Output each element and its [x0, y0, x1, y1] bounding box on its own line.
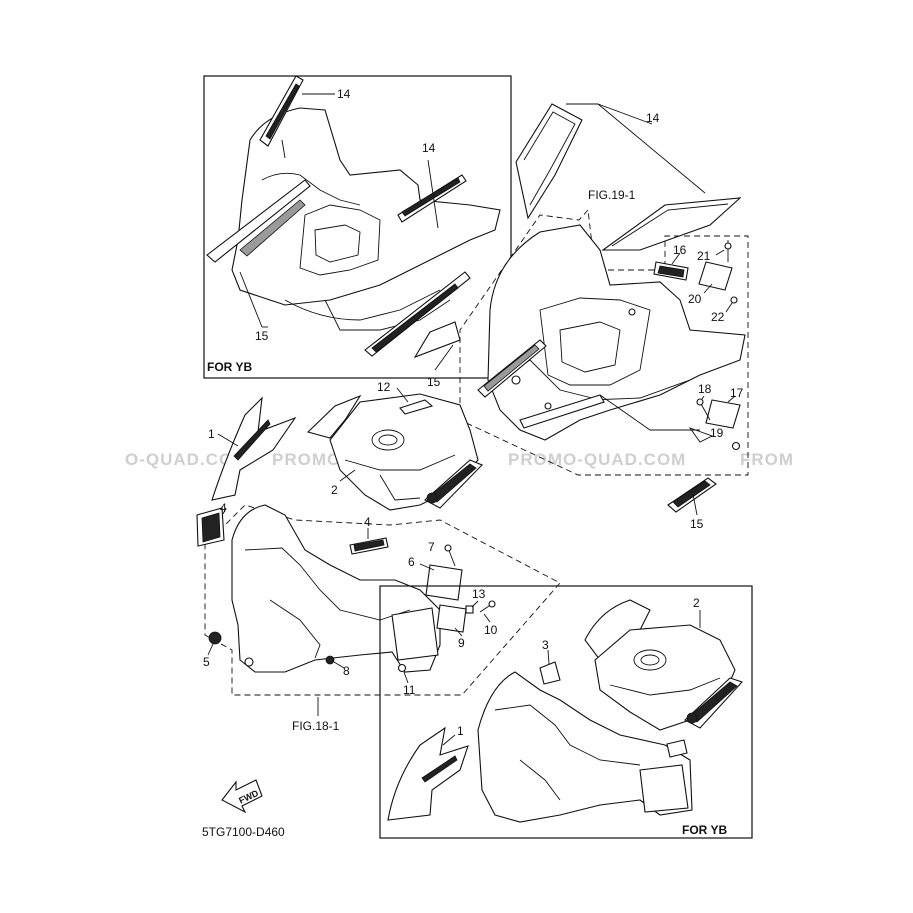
callout-2-b: 2	[693, 596, 700, 610]
front-fender-yb	[477, 671, 693, 823]
box-top-left-caption: FOR YB	[207, 360, 252, 374]
callout-17: 17	[730, 386, 744, 400]
callout-14-c: 14	[646, 111, 660, 125]
box-bottom-right-frame	[379, 585, 753, 839]
callout-10: 10	[484, 623, 498, 637]
front-decal-1	[211, 396, 297, 501]
fig-19-dashed-outline	[459, 208, 749, 476]
callout-22: 22	[711, 310, 725, 324]
side-strip-left-yb	[206, 179, 311, 263]
box-bottom-right-caption: FOR YB	[682, 823, 727, 837]
front-assembly: 1 12 2 4 4 5	[196, 380, 561, 733]
callout-15-b: 15	[427, 375, 441, 389]
fastener-5	[208, 631, 222, 645]
decal-14-windscreen	[515, 103, 583, 220]
callout-18: 18	[698, 382, 712, 396]
callout-20: 20	[688, 292, 702, 306]
callout-15-a: 15	[255, 329, 269, 343]
callout-2-a: 2	[331, 483, 338, 497]
rear-fender-body	[487, 224, 746, 441]
callout-1-a: 1	[208, 427, 215, 441]
fwd-arrow-icon	[221, 779, 263, 814]
decal-14-side	[601, 197, 742, 251]
clip-13	[465, 605, 474, 614]
callout-14-b: 14	[422, 141, 436, 155]
ref-fig-19: FIG.19-1	[588, 188, 636, 202]
watermark-2: PROMO-QUAD.COM	[508, 450, 686, 469]
rear-fender-cowl-yb	[231, 107, 501, 306]
box-top-left-frame	[203, 75, 512, 379]
watermark-left: O-QUAD.COM	[125, 450, 248, 469]
callout-19: 19	[710, 426, 724, 440]
box-bottom-right: FOR YB 1 3 2	[379, 585, 753, 839]
nut-19	[731, 441, 741, 451]
box-top-left: FOR YB 14 14 15	[203, 75, 512, 379]
grommet-a	[511, 375, 521, 385]
callout-9: 9	[458, 636, 465, 650]
ref-fig-18: FIG.18-1	[292, 719, 340, 733]
clip-12	[399, 399, 434, 415]
screw-21	[724, 242, 732, 250]
tank-cover-flap-yb	[584, 599, 651, 661]
plate-20	[698, 261, 733, 291]
fwd-arrow: FWD	[221, 779, 263, 814]
grommet-11	[397, 663, 407, 673]
callout-16: 16	[673, 243, 687, 257]
plate-17	[705, 399, 741, 429]
callout-3: 3	[542, 638, 549, 652]
callout-21: 21	[697, 249, 711, 263]
watermark-right: FROM	[740, 450, 794, 469]
callout-6: 6	[408, 555, 415, 569]
plate-9	[436, 604, 467, 633]
callout-12: 12	[377, 380, 391, 394]
callout-7: 7	[428, 540, 435, 554]
screw-18	[696, 398, 704, 406]
callout-15-c: 15	[690, 517, 704, 531]
rear-fender-assembly: 14 FIG.19-1 15 16 21 20	[413, 103, 749, 531]
tank-cover-flap	[306, 394, 362, 439]
flap-15	[413, 321, 461, 359]
callout-11: 11	[403, 683, 416, 697]
nut-8	[325, 655, 335, 665]
screw-10	[488, 600, 496, 608]
screw-7	[444, 544, 452, 552]
callout-4-a: 4	[220, 501, 227, 515]
callout-5: 5	[203, 655, 210, 669]
front-fender-body	[231, 504, 441, 673]
callout-14-a: 14	[337, 87, 351, 101]
callout-1-b: 1	[457, 724, 464, 738]
nut-22	[730, 296, 738, 304]
callout-4-b: 4	[364, 515, 371, 529]
figure-code: 5TG7100-D460	[202, 825, 285, 839]
callout-13: 13	[472, 587, 486, 601]
clip-3	[539, 661, 561, 685]
plate-6	[425, 564, 463, 601]
callout-8: 8	[343, 664, 350, 678]
